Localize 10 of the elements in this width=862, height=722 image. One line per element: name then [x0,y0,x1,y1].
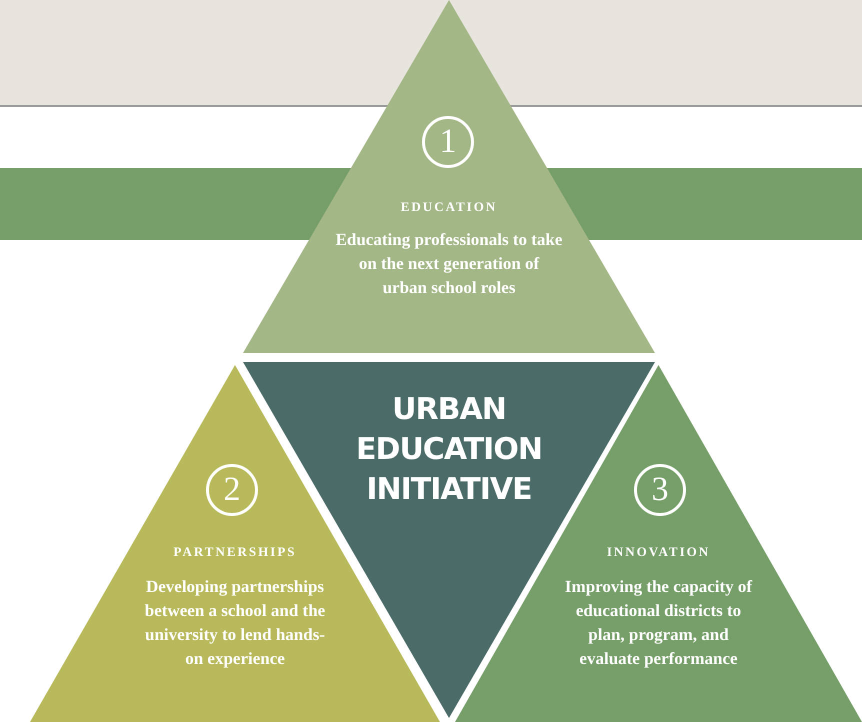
section-heading: EDUCATION [400,199,498,215]
number-circle: 1 [422,116,474,168]
center-title: URBAN EDUCATION INITIATIVE [355,391,543,509]
description-text: Educating professionals to take on the next generation of urban school roles [335,229,563,299]
number-circle: 3 [634,464,686,516]
section-heading: PARTNERSHIPS [172,544,298,560]
description-text: Developing partnerships between a school and the university to lend hands-on experience [144,576,326,670]
number-circle: 2 [206,464,258,516]
description-text: Improving the capacity of educational districts to plan, program, and evaluate performance [564,576,754,670]
section-heading: INNOVATION [606,544,712,560]
